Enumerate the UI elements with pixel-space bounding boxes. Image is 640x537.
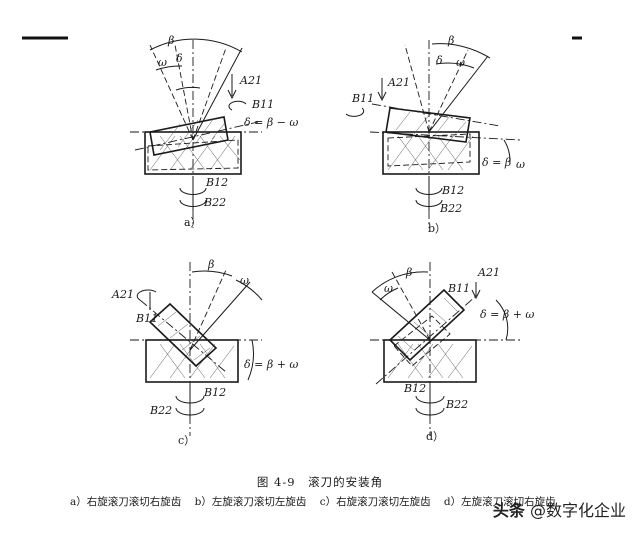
legend-item-d: d）左旋滚刀滚切右旋齿 <box>443 496 556 508</box>
b11-label-d: B11 <box>447 282 470 295</box>
panel-tag-b: b） <box>428 222 446 235</box>
omega-label-b: ω <box>456 56 465 69</box>
panel-tag-a: a） <box>184 216 202 229</box>
omega-eq-b: ω <box>516 158 525 171</box>
omega-label-d: ω <box>384 282 393 295</box>
delta-label-a: δ <box>176 52 183 65</box>
beta-label-d: β <box>405 266 412 279</box>
workpiece-c <box>145 339 239 383</box>
b12-label-a: B12 <box>205 176 228 189</box>
delta-eq-a: δ = β − ω <box>244 116 298 129</box>
legend-item-a: a）右旋滚刀滚切右旋齿 <box>70 496 182 508</box>
figure-legend: a）右旋滚刀滚切右旋齿 b）左旋滚刀滚切左旋齿 c）右旋滚刀滚切左旋齿 d）左旋… <box>70 494 566 509</box>
b22-label-c: B22 <box>149 404 172 417</box>
delta-eq-d: δ = β + ω <box>480 308 534 321</box>
watermark-prefix: 头条 <box>492 501 525 520</box>
b22-label-a: B22 <box>203 196 226 209</box>
b12-label-b: B12 <box>441 184 464 197</box>
hob-b <box>385 107 471 143</box>
figure-caption: 图 4-9 滚刀的安装角 <box>256 475 384 489</box>
panel-a: β ω δ A21 B11 δ = β − ω B12 B22 a） <box>130 34 298 229</box>
beta-label-c: β <box>207 258 214 271</box>
panel-d: β ω A21 B11 δ = β + ω B12 B22 d） <box>370 262 534 443</box>
b12-label-d: B12 <box>403 382 426 395</box>
watermark-handle: @数字化企业 <box>529 501 626 520</box>
b12-label-c: B12 <box>203 386 226 399</box>
a21-label-b: A21 <box>387 76 410 89</box>
delta-label-b: δ <box>436 54 443 67</box>
a21-label-d: A21 <box>477 266 500 279</box>
b11-label-a: B11 <box>251 98 274 111</box>
workpiece-b <box>382 131 480 175</box>
beta-label-a: β <box>167 34 174 47</box>
panel-c: β ω A21 B11 δ = β + ω B12 B22 c） <box>111 258 298 447</box>
a21-label-c: A21 <box>111 288 134 301</box>
panel-b: β δ ω A21 B11 δ = β ω B12 B22 b） <box>345 34 525 235</box>
b22-label-b: B22 <box>439 202 462 215</box>
panel-tag-d: d） <box>426 430 444 443</box>
panel-tag-c: c） <box>178 434 195 447</box>
beta-label-b: β <box>447 34 454 47</box>
omega-label-c: ω <box>240 274 249 287</box>
omega-label-a: ω <box>158 56 167 69</box>
legend-item-c: c）右旋滚刀滚切左旋齿 <box>319 496 431 508</box>
delta-eq-b: δ = β <box>482 156 511 169</box>
b11-label-c: B11 <box>135 312 158 325</box>
watermark: 头条 @数字化企业 <box>493 497 626 521</box>
b11-label-b: B11 <box>351 92 374 105</box>
a21-label-a: A21 <box>239 74 262 87</box>
b22-label-d: B22 <box>445 398 468 411</box>
hob-d <box>388 288 466 362</box>
hob-a <box>149 116 229 156</box>
hob-c <box>148 302 218 368</box>
legend-item-b: b）左旋滚刀滚切左旋齿 <box>194 496 307 508</box>
delta-eq-c: δ = β + ω <box>244 358 298 371</box>
